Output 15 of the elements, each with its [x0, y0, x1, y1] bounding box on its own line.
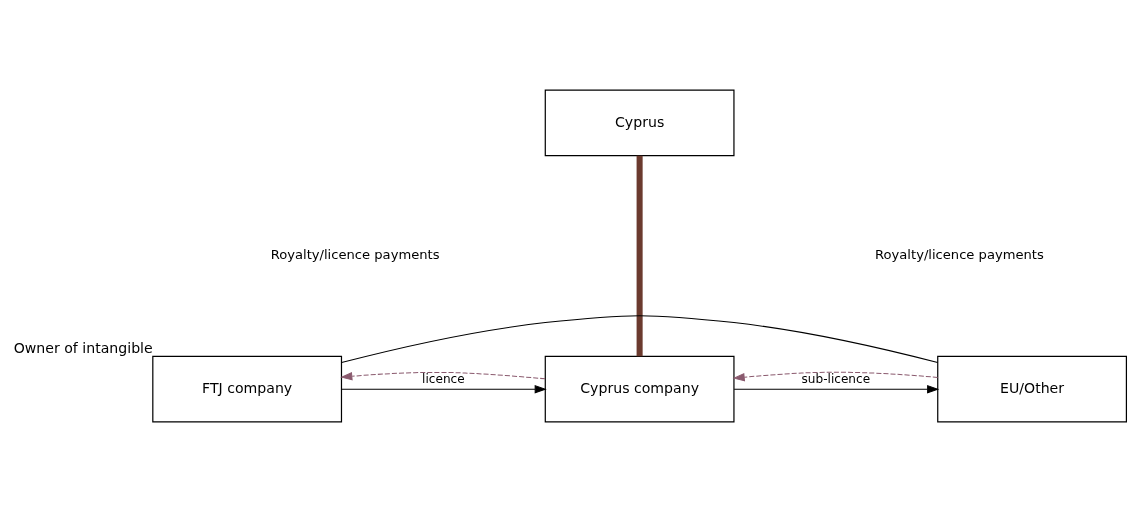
- node-box: Cyprus company: [544, 355, 735, 423]
- arrow: [340, 371, 546, 380]
- node-label: Owner of intangible: [13, 339, 153, 356]
- connector: [636, 155, 643, 356]
- arrow: [733, 384, 940, 393]
- edge-label: licence: [422, 371, 465, 386]
- edge-label: sub-licence: [801, 371, 871, 386]
- label: Royalty/licence payments: [875, 246, 1044, 262]
- node-box: FTJ company: [152, 355, 343, 423]
- arrow: [341, 384, 547, 393]
- label: Royalty/licence payments: [270, 246, 440, 262]
- connector: [341, 314, 939, 363]
- arrow: [732, 371, 939, 381]
- node-box: Cyprus: [544, 88, 735, 156]
- node-box: EU/Other: [937, 355, 1127, 423]
